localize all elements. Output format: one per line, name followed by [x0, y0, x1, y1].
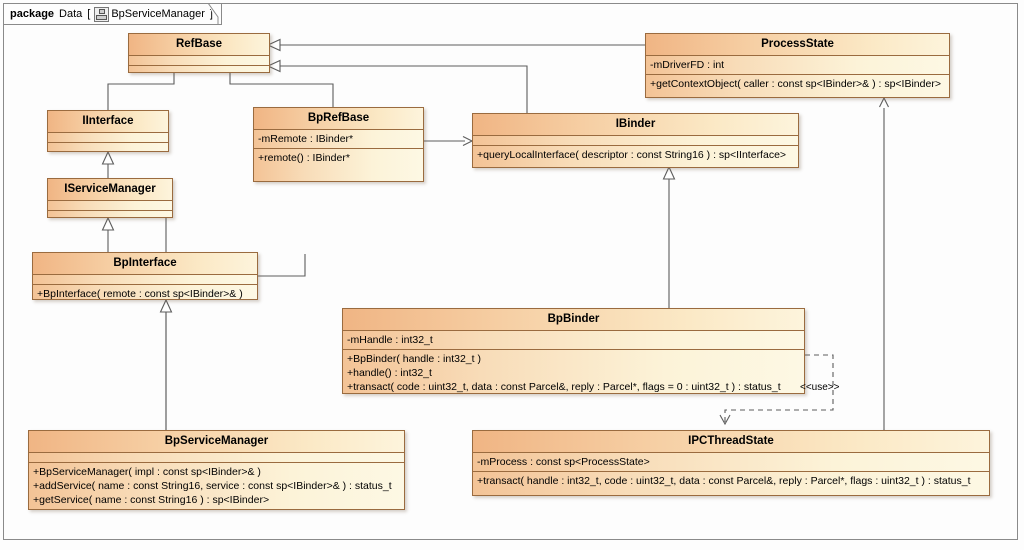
class-box-bprefbase[interactable]: BpRefBase -mRemote : IBinder* +remote() …: [253, 107, 424, 182]
operations-compartment-bpservicemanager: +BpServiceManager( impl : const sp<IBind…: [29, 463, 404, 509]
class-box-ibinder[interactable]: IBinder +queryLocalInterface( descriptor…: [472, 113, 799, 168]
attribute-row: -mHandle : int32_t: [347, 334, 433, 346]
operations-compartment-iinterface: [48, 143, 168, 152]
class-box-bpservicemanager[interactable]: BpServiceManager +BpServiceManager( impl…: [28, 430, 405, 510]
package-header-tab: package Data [ BpServiceManager ]: [3, 3, 222, 25]
operations-compartment-refbase: [129, 66, 269, 75]
operation-row: +BpInterface( remote : const sp<IBinder>…: [37, 288, 243, 300]
class-name-refbase: RefBase: [129, 34, 269, 56]
use-stereotype-label: <<use>>: [800, 382, 840, 393]
class-name-ibinder: IBinder: [473, 114, 798, 136]
package-keyword: package: [10, 8, 55, 20]
attribute-row: -mProcess : const sp<ProcessState>: [477, 456, 650, 468]
package-diagram-name: BpServiceManager: [111, 8, 205, 20]
class-box-iservicemanager[interactable]: IServiceManager: [47, 178, 173, 218]
class-name-iinterface: IInterface: [48, 111, 168, 133]
relationship-ipcthreadstate-processstate: [879, 96, 889, 441]
attribute-row: -mRemote : IBinder*: [258, 133, 354, 145]
class-name-bpbinder: BpBinder: [343, 309, 804, 331]
operation-row: +transact( handle : int32_t, code : uint…: [477, 475, 971, 487]
class-name-iservicemanager: IServiceManager: [48, 179, 172, 201]
attributes-compartment-bprefbase: -mRemote : IBinder*: [254, 130, 423, 149]
attributes-compartment-ipcthreadstate: -mProcess : const sp<ProcessState>: [473, 453, 989, 472]
relationship-processstate-refbase: [266, 38, 645, 52]
operation-row: +transact( code : uint32_t, data : const…: [347, 381, 781, 393]
class-name-bpinterface: BpInterface: [33, 253, 257, 275]
bracket-open: [: [87, 8, 91, 20]
attributes-compartment-bpbinder: -mHandle : int32_t: [343, 331, 804, 350]
class-name-processstate: ProcessState: [646, 34, 949, 56]
class-name-ipcthreadstate: IPCThreadState: [473, 431, 989, 453]
attributes-compartment-bpservicemanager: [29, 453, 404, 463]
package-diagram-icon: [94, 6, 110, 22]
operations-compartment-ipcthreadstate: +transact( handle : int32_t, code : uint…: [473, 472, 989, 490]
package-tab-corner: [208, 3, 219, 25]
attributes-compartment-processstate: -mDriverFD : int: [646, 56, 949, 75]
attributes-compartment-ibinder: [473, 136, 798, 146]
relationship-bpbinder-ipcthreadstate: [719, 354, 834, 426]
class-box-ipcthreadstate[interactable]: IPCThreadState -mProcess : const sp<Proc…: [472, 430, 990, 496]
operation-row: +addService( name : const String16, serv…: [33, 480, 392, 492]
class-name-bpservicemanager: BpServiceManager: [29, 431, 404, 453]
attribute-row: -mDriverFD : int: [650, 59, 725, 71]
attributes-compartment-iinterface: [48, 133, 168, 143]
relationship-bpinterface-bprefbase: [258, 254, 306, 277]
operations-compartment-bpinterface: +BpInterface( remote : const sp<IBinder>…: [33, 285, 257, 303]
operation-row: +BpBinder( handle : int32_t ): [347, 353, 481, 365]
operations-compartment-iservicemanager: [48, 211, 172, 220]
class-box-bpbinder[interactable]: BpBinder -mHandle : int32_t +BpBinder( h…: [342, 308, 805, 394]
operation-row: +getService( name : const String16 ) : s…: [33, 494, 270, 506]
class-box-refbase[interactable]: RefBase: [128, 33, 270, 73]
bracket-close: ]: [209, 8, 213, 20]
relationship-iservicemanager-iinterface: [101, 150, 115, 178]
operation-row: +handle() : int32_t: [347, 367, 432, 379]
class-box-iinterface[interactable]: IInterface: [47, 110, 169, 152]
class-name-bprefbase: BpRefBase: [254, 108, 423, 130]
class-box-bpinterface[interactable]: BpInterface +BpInterface( remote : const…: [32, 252, 258, 300]
relationship-ibinder-refbase: [266, 59, 528, 113]
attributes-compartment-refbase: [129, 56, 269, 66]
operation-row: +queryLocalInterface( descriptor : const…: [477, 149, 787, 161]
relationship-bpbinder-ibinder: [662, 165, 676, 308]
attributes-compartment-iservicemanager: [48, 201, 172, 211]
operations-compartment-bprefbase: +remote() : IBinder*: [254, 149, 423, 167]
operation-row: +remote() : IBinder*: [258, 152, 350, 164]
relationship-bpinterface-iservicemanager: [101, 216, 115, 252]
class-box-processstate[interactable]: ProcessState -mDriverFD : int +getContex…: [645, 33, 950, 98]
operation-row: +BpServiceManager( impl : const sp<IBind…: [33, 466, 261, 478]
attributes-compartment-bpinterface: [33, 275, 257, 285]
package-name: Data: [59, 8, 83, 20]
operations-compartment-processstate: +getContextObject( caller : const sp<IBi…: [646, 75, 949, 93]
operations-compartment-ibinder: +queryLocalInterface( descriptor : const…: [473, 146, 798, 164]
relationship-bpservicemanager-bpinterface: [159, 298, 173, 430]
operation-row: +getContextObject( caller : const sp<IBi…: [650, 78, 941, 90]
operations-compartment-bpbinder: +BpBinder( handle : int32_t ) +handle() …: [343, 350, 804, 396]
